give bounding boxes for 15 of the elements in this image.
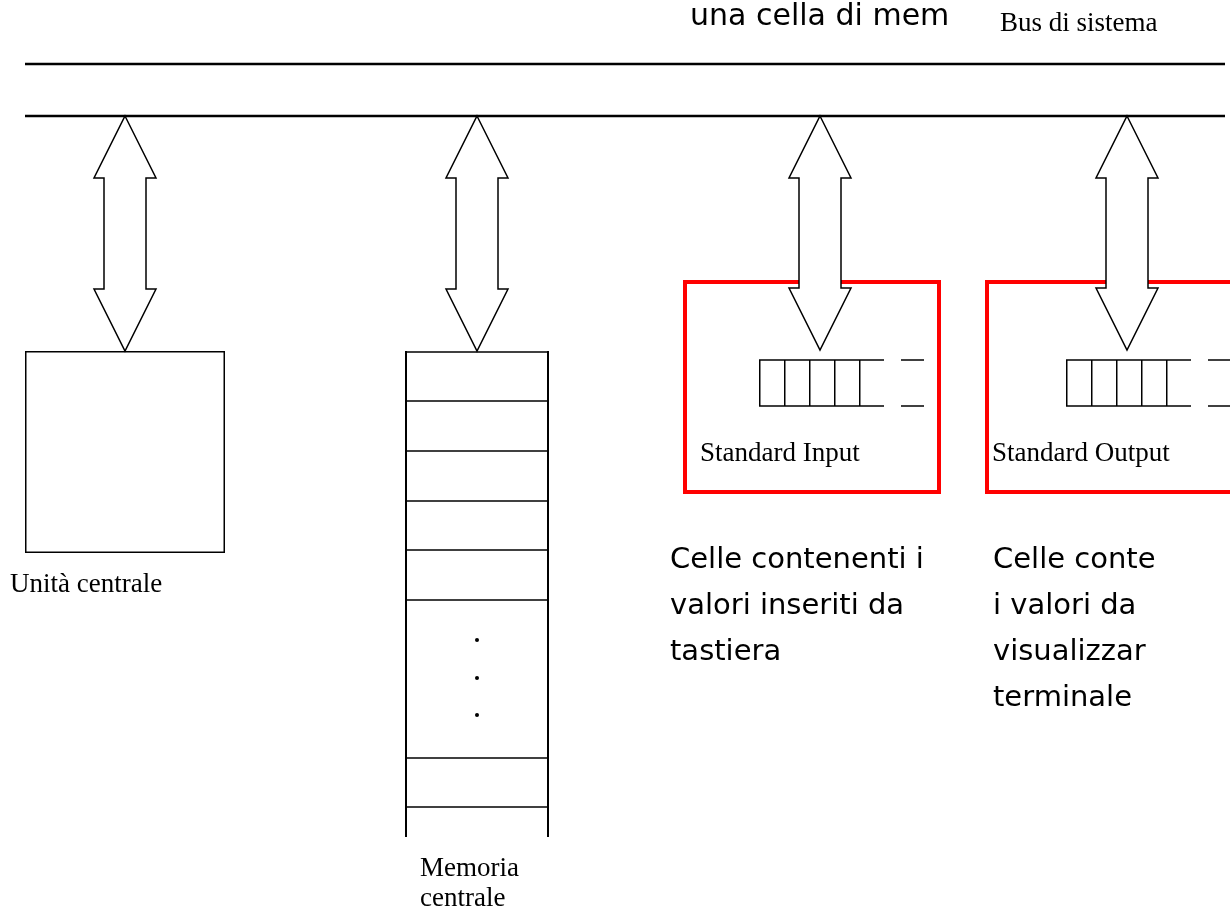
description-text: Celle conte i valori da visualizzar terminale bbox=[993, 540, 1157, 715]
device-box bbox=[683, 280, 941, 494]
double-arrow bbox=[1094, 114, 1160, 352]
double-arrow bbox=[444, 114, 510, 353]
double-arrow bbox=[787, 114, 853, 352]
buffer-queue bbox=[1066, 360, 1230, 406]
component-label: Standard Input bbox=[700, 438, 860, 468]
component-label: Unità centrale bbox=[10, 569, 163, 599]
component-label: Standard Output bbox=[992, 438, 1170, 468]
bus-label: Bus di sistema bbox=[1000, 8, 1158, 38]
buffer-queue bbox=[759, 360, 924, 406]
double-arrow bbox=[92, 114, 158, 353]
component-label: Memoria centrale bbox=[420, 853, 520, 913]
description-text: Celle contenenti i valori inseriti da tastiera bbox=[670, 540, 925, 669]
diagram-title: una cella di mem bbox=[690, 0, 950, 31]
